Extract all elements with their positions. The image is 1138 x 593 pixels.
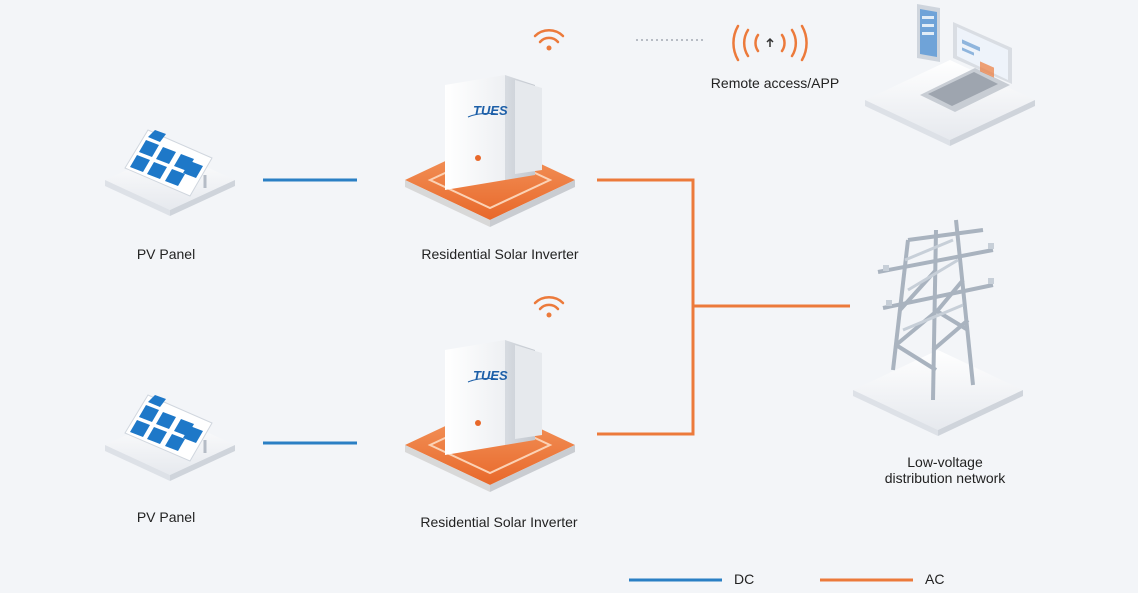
inverter-bottom: TUES (400, 340, 580, 495)
pv-panel-bottom (105, 394, 235, 481)
wifi-icon (533, 29, 565, 51)
ac-line-top (597, 178, 695, 306)
transmission-tower-icon (853, 219, 1023, 436)
laptop-phone-icon (865, 4, 1035, 146)
remote-access-label: Remote access/APP (710, 75, 840, 91)
inverter-brand: TUES (473, 103, 508, 118)
ac-line-bottom (597, 306, 695, 436)
inverter-icon: TUES (400, 340, 580, 495)
grid-label-line1: Low-voltage (907, 454, 983, 470)
inverter-bottom-label: Residential Solar Inverter (420, 514, 578, 530)
solar-panel-icon (105, 129, 235, 216)
pv-panel-bottom-label: PV Panel (136, 509, 196, 525)
signal-broadcast-icon (732, 24, 808, 62)
inverter-top: TUES (400, 75, 580, 230)
pv-panel-top (105, 129, 235, 216)
grid-label-line2: distribution network (884, 470, 1006, 486)
legend-dc-label: DC (734, 571, 755, 587)
inverter-brand: TUES (473, 368, 508, 383)
inverter-icon: TUES (400, 75, 580, 230)
wifi-icon (533, 296, 565, 318)
legend-ac-label: AC (925, 571, 945, 587)
pv-panel-top-label: PV Panel (136, 246, 196, 262)
inverter-top-label: Residential Solar Inverter (421, 246, 579, 262)
solar-panel-icon (105, 394, 235, 481)
